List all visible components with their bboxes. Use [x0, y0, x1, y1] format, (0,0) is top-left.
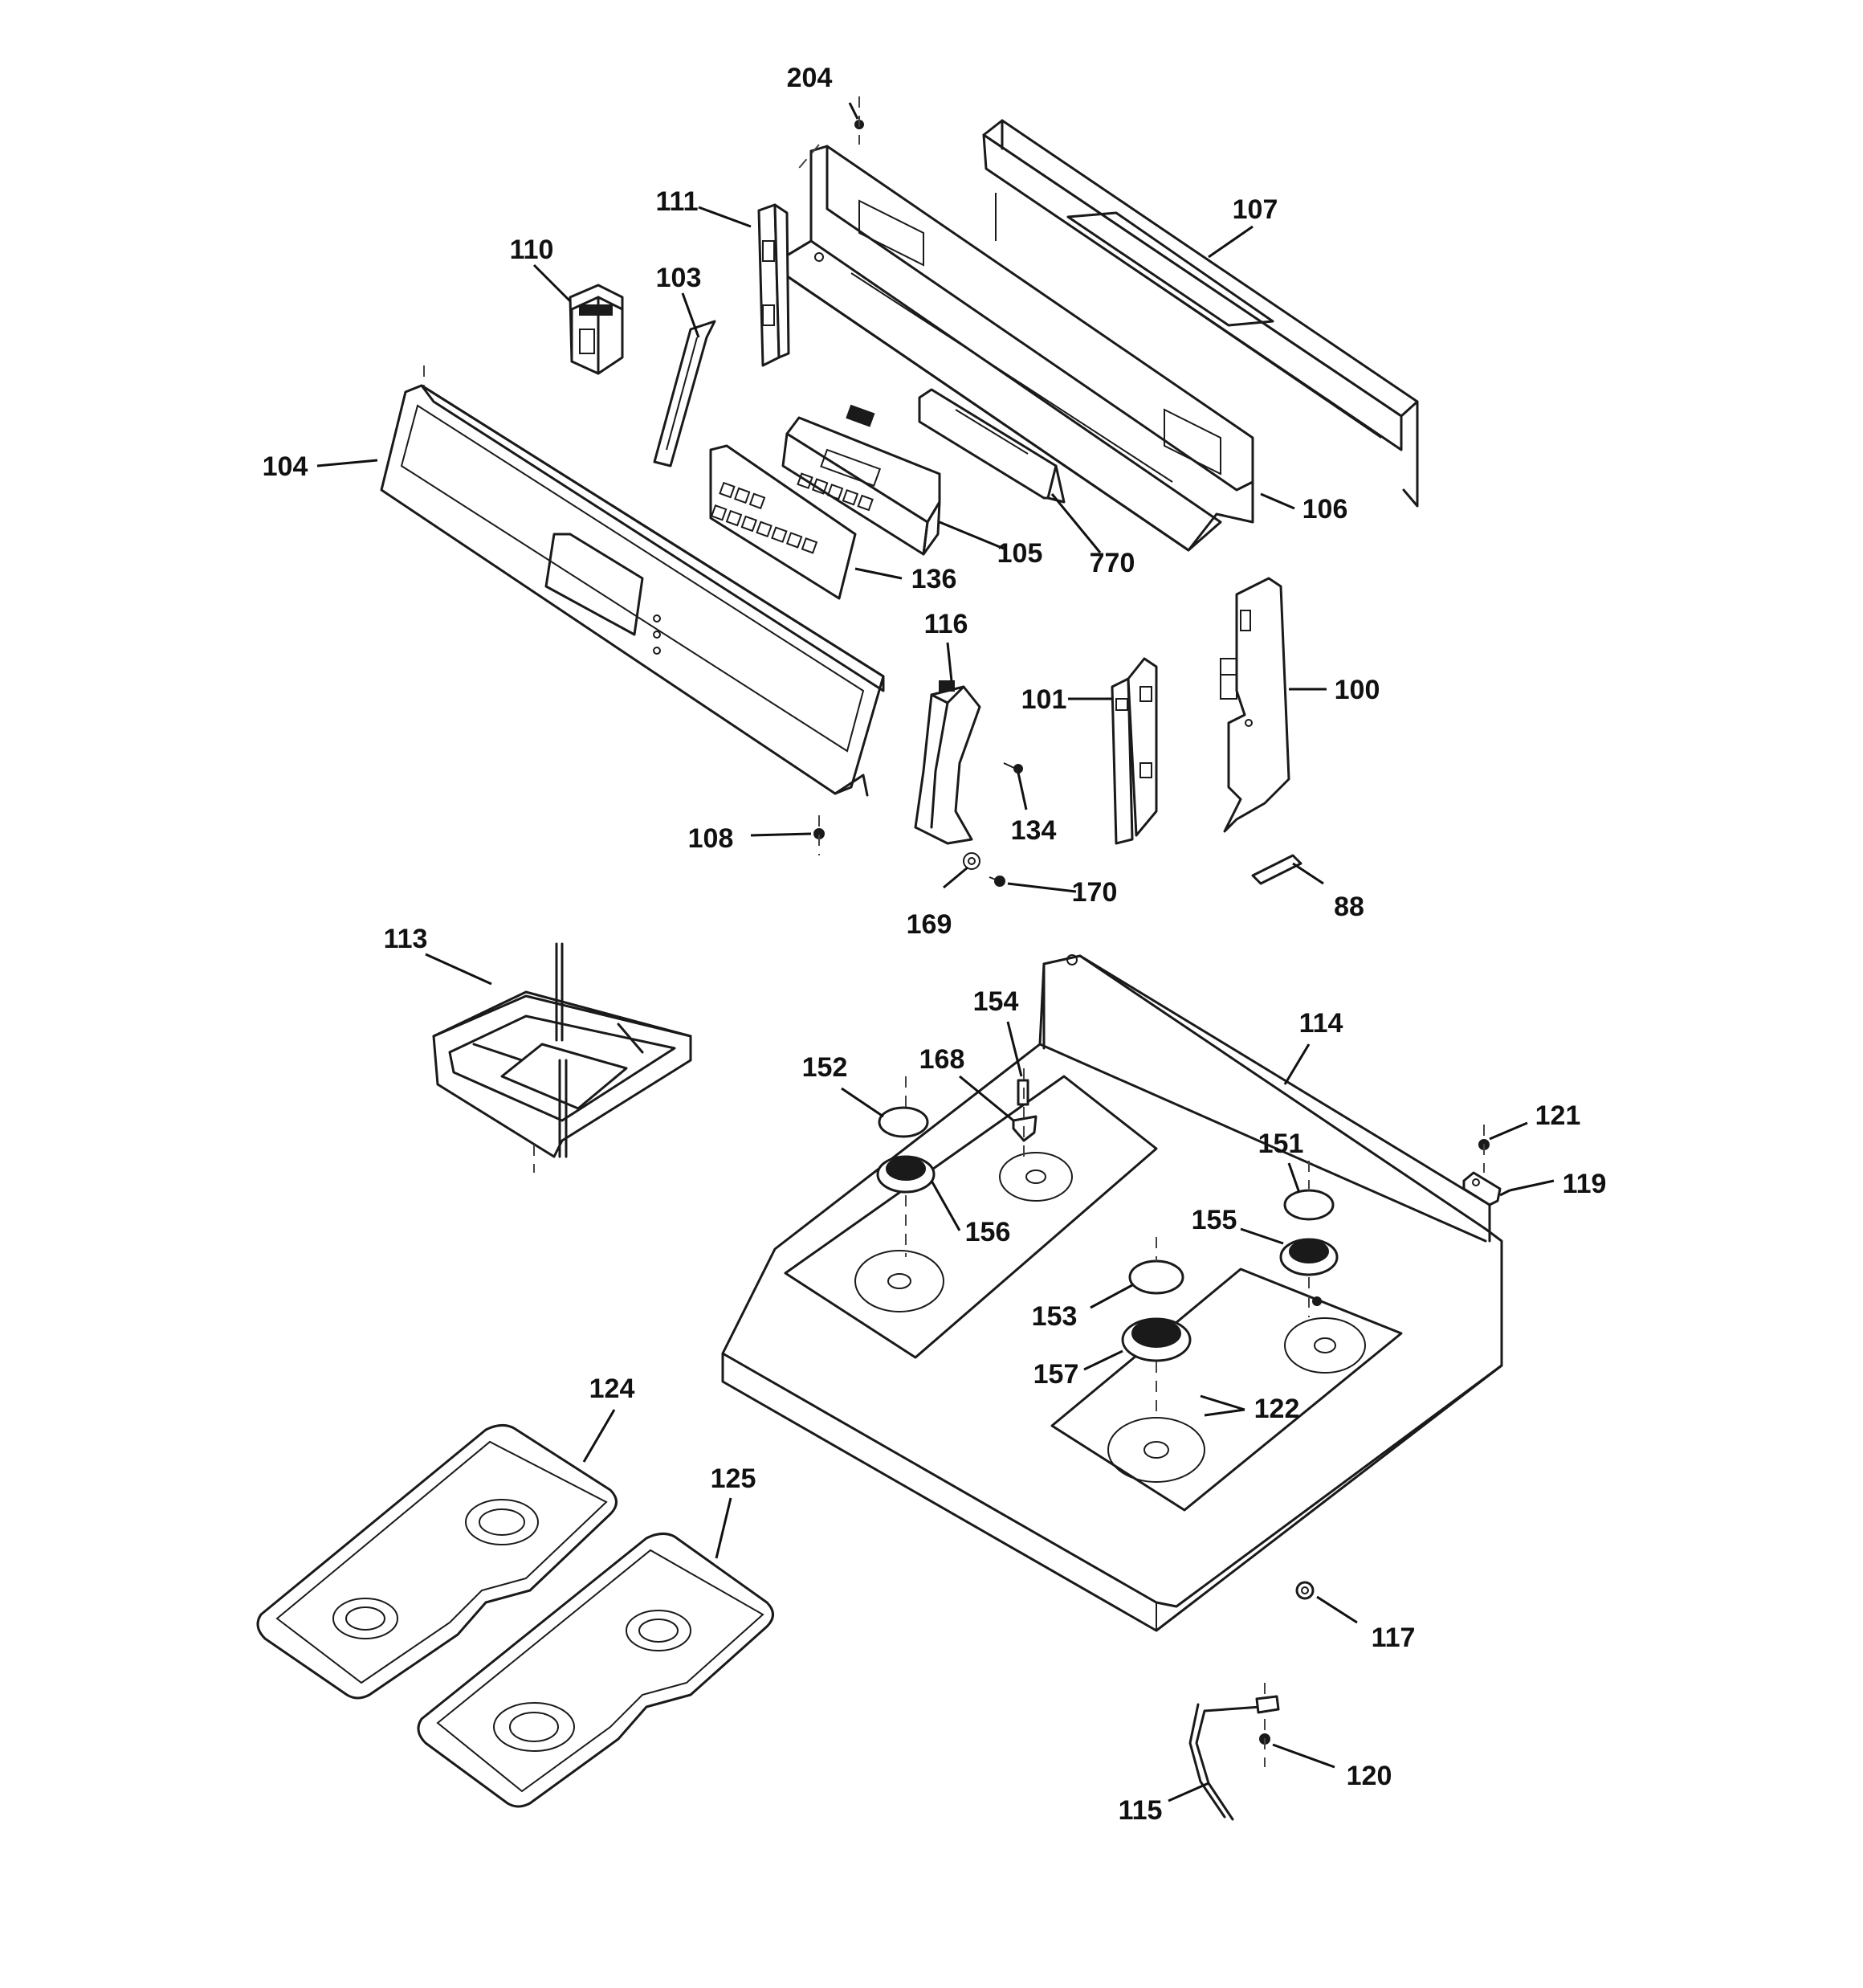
part-106-backguard-frame — [769, 145, 1254, 552]
callout-104: 104 — [263, 451, 308, 482]
callout-155: 155 — [1192, 1205, 1237, 1235]
callout-100: 100 — [1335, 675, 1380, 705]
part-103-brace — [653, 320, 716, 467]
callout-115: 115 — [1119, 1795, 1163, 1826]
part-107-rear-cover — [982, 119, 1419, 508]
part-124-drip-tray — [256, 1424, 618, 1700]
part-119-hold-down-bracket — [1462, 1171, 1502, 1206]
part-770-bracket — [918, 388, 1066, 504]
part-136-control-overlay — [709, 444, 857, 600]
callout-106: 106 — [1302, 494, 1348, 525]
callout-153: 153 — [1032, 1301, 1078, 1332]
callout-121: 121 — [1535, 1100, 1581, 1131]
callout-103: 103 — [656, 263, 702, 293]
callout-156: 156 — [965, 1217, 1011, 1247]
callout-107: 107 — [1233, 194, 1278, 225]
callout-108: 108 — [688, 823, 734, 854]
part-101-bracket — [1111, 657, 1158, 845]
callout-120: 120 — [1347, 1761, 1392, 1791]
callout-136: 136 — [911, 564, 957, 594]
part-104-control-panel — [380, 365, 885, 797]
part-100-side-trim — [1220, 577, 1290, 833]
part-111-side-bracket — [757, 203, 790, 367]
callout-116: 116 — [924, 609, 968, 639]
callout-117: 117 — [1372, 1623, 1416, 1653]
callout-152: 152 — [802, 1052, 848, 1083]
callout-154: 154 — [973, 986, 1019, 1017]
part-113-burner-grate — [432, 942, 692, 1173]
callout-113: 113 — [384, 924, 428, 954]
part-105-electronic-control — [781, 404, 941, 556]
callout-105: 105 — [997, 538, 1043, 569]
callout-110: 110 — [510, 235, 554, 265]
callout-122: 122 — [1254, 1394, 1300, 1424]
callout-101: 101 — [1021, 684, 1067, 715]
burner-assemblies — [876, 1068, 1339, 1414]
part-116-end-cap — [914, 680, 981, 845]
callout-170: 170 — [1072, 877, 1118, 908]
part-88-spacer — [1251, 854, 1302, 885]
part-115-support-rod — [1188, 1683, 1280, 1821]
callout-119: 119 — [1563, 1169, 1607, 1199]
leader-lines — [316, 102, 1555, 1802]
callout-169: 169 — [907, 909, 952, 940]
part-125-drip-tray — [417, 1533, 774, 1808]
callout-168: 168 — [919, 1044, 965, 1075]
callout-114: 114 — [1299, 1008, 1343, 1039]
callout-88: 88 — [1334, 892, 1364, 922]
callout-124: 124 — [589, 1374, 635, 1404]
callout-770: 770 — [1090, 548, 1135, 578]
part-114-cooktop — [721, 954, 1503, 1632]
callout-111: 111 — [656, 186, 699, 217]
part-110-module — [569, 284, 624, 375]
callout-151: 151 — [1258, 1129, 1304, 1159]
callout-157: 157 — [1033, 1359, 1079, 1390]
fasteners — [794, 96, 1490, 1767]
callout-204: 204 — [787, 63, 833, 93]
callout-labels: 204 111 107 110 103 104 106 105 770 136 … — [263, 63, 1607, 1826]
callout-134: 134 — [1011, 815, 1057, 846]
callout-125: 125 — [711, 1463, 756, 1494]
